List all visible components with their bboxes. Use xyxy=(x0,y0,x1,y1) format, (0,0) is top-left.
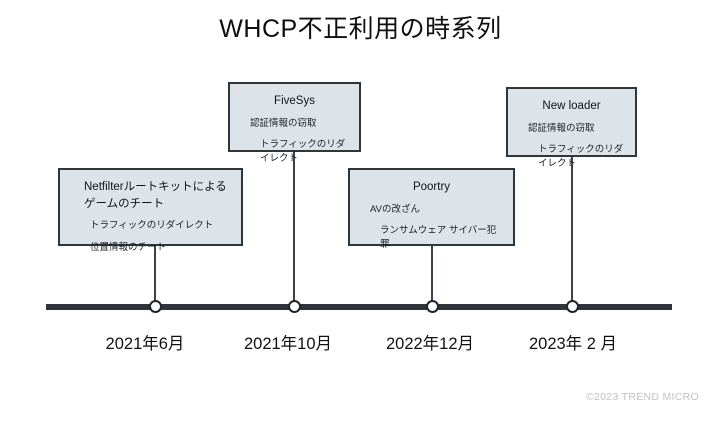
axis-marker-2023-02[interactable] xyxy=(566,300,579,313)
date-label-2023-02: 2023年 2 月 xyxy=(528,335,618,353)
event-item: トラフィックのリダイレクト xyxy=(538,143,624,170)
event-item: 位置情報のチート xyxy=(90,241,167,253)
event-box-poortry[interactable]: Poortry AVの改ざん ランサムウェア サイバー犯罪 xyxy=(348,168,515,250)
event-box-fivesys[interactable]: FiveSys 認証情報の窃取 トラフィックのリダイレクト xyxy=(228,82,361,164)
event-item: ランサムウェア サイバー犯罪 xyxy=(380,224,497,251)
event-title-netfilter-rootkit: Netfilterルートキットによるゲームのチート xyxy=(70,179,231,212)
axis-marker-2022-12[interactable] xyxy=(426,300,439,313)
event-box-new-loader[interactable]: New loader 認証情報の窃取 トラフィックのリダイレクト xyxy=(506,87,637,169)
axis-marker-2021-10[interactable] xyxy=(288,300,301,313)
date-label-2021-06: 2021年6月 xyxy=(105,335,185,353)
connector-line-new-loader xyxy=(571,157,573,306)
page-title: WHCP不正利用の時系列 xyxy=(219,15,502,43)
copyright-notice: ©2023 TREND MICRO xyxy=(585,391,699,403)
event-box-netfilter-rootkit[interactable]: Netfilterルートキットによるゲームのチート トラフィックのリダイレクト … xyxy=(58,168,243,253)
connector-line-netfilter-rootkit xyxy=(154,246,156,306)
event-title-new-loader: New loader xyxy=(542,100,601,112)
timeline-axis xyxy=(46,304,672,310)
event-title-poortry: Poortry xyxy=(412,181,451,193)
event-item: AVの改ざん xyxy=(370,203,420,215)
event-item: 認証情報の窃取 xyxy=(528,122,595,134)
event-item: トラフィックのリダイレクト xyxy=(260,138,346,165)
connector-line-fivesys xyxy=(293,152,295,306)
event-title-line2: ゲームのチート xyxy=(84,197,165,210)
date-label-2022-12: 2022年12月 xyxy=(385,335,475,353)
event-title-line1: Netfilterルートキットによる xyxy=(84,181,227,193)
event-title-fivesys: FiveSys xyxy=(274,95,315,107)
connector-line-poortry xyxy=(431,246,433,306)
event-item: トラフィックのリダイレクト xyxy=(90,220,214,232)
event-item: 認証情報の窃取 xyxy=(250,117,317,129)
date-label-2021-10: 2021年10月 xyxy=(243,335,333,353)
axis-marker-2021-06[interactable] xyxy=(149,300,162,313)
